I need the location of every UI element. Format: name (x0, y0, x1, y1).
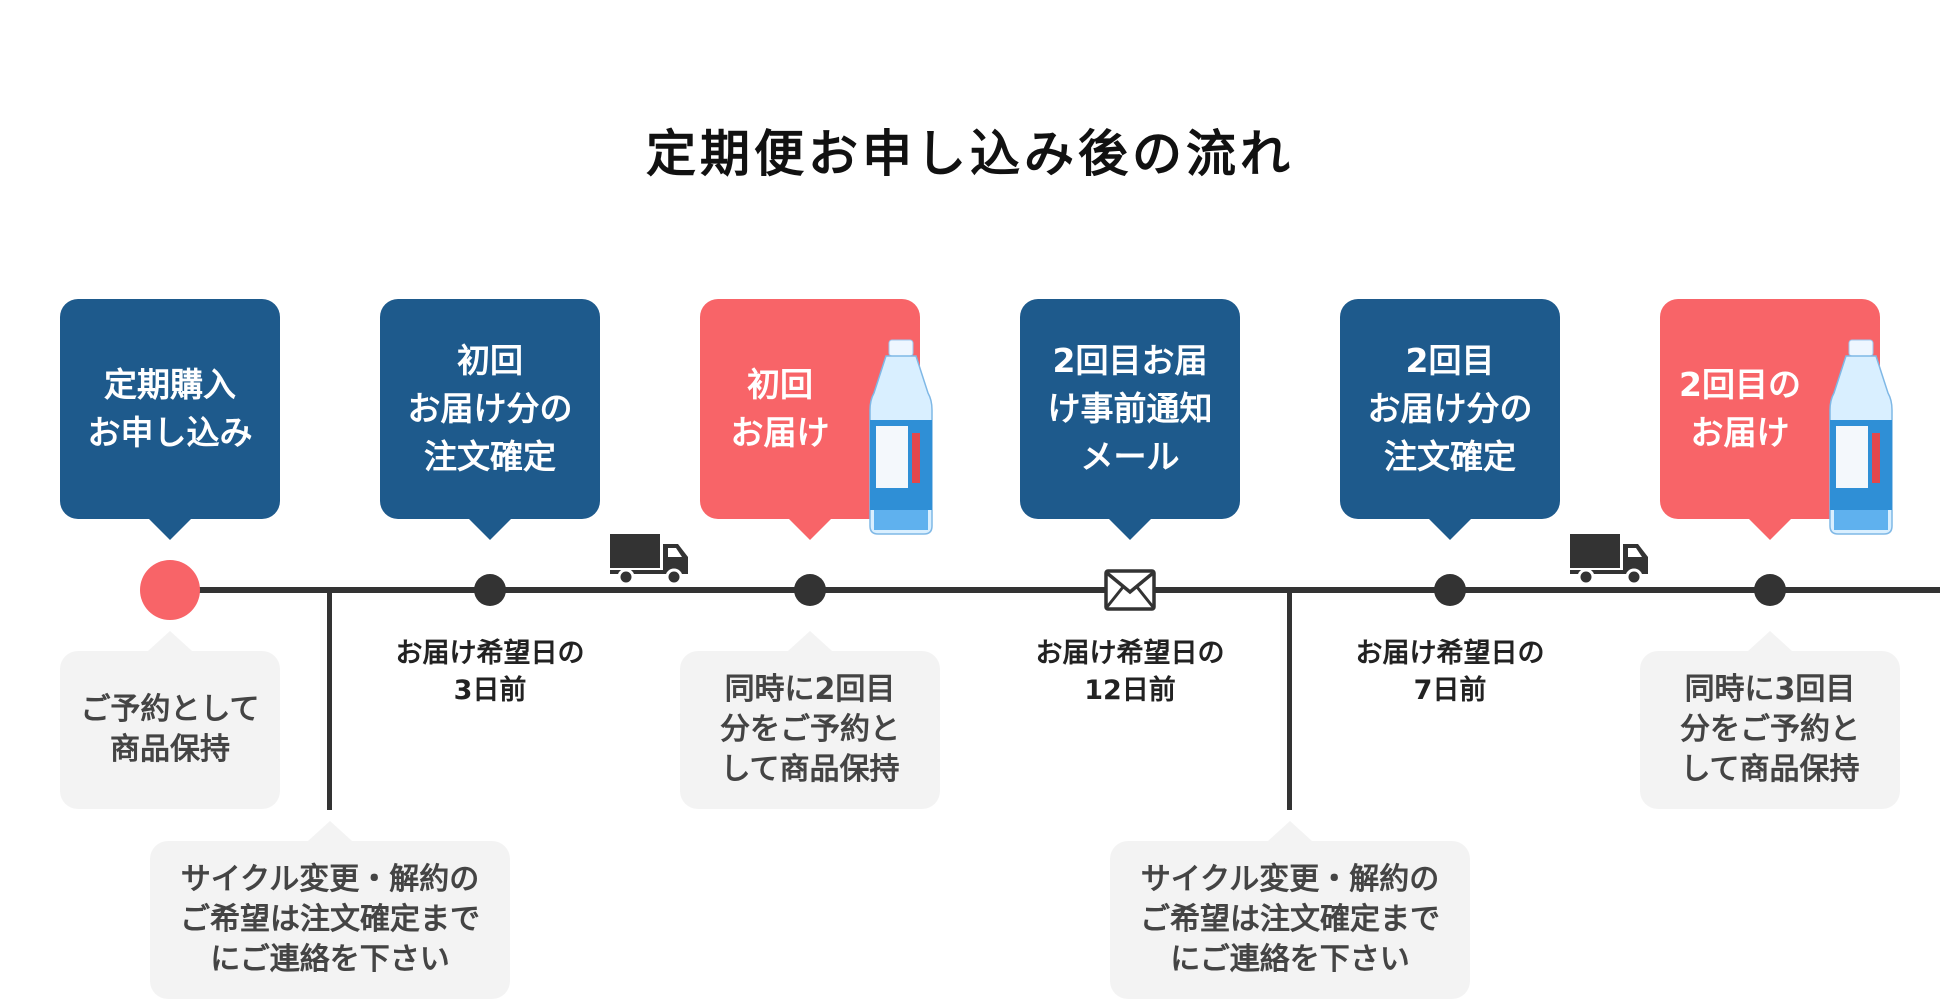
timeline-axis (170, 587, 1940, 593)
timing-note-12days: お届け希望日の 12日前 (1035, 635, 1225, 709)
reserve-note-2-line-3: して商品保持 (720, 752, 900, 787)
reserve-note-2-line-1: 同時に2回目 (724, 672, 896, 707)
reserve-note-2: 同時に2回目 分をご予約と して商品保持 (680, 631, 940, 809)
reserve-note-3-line-2: 分をご予約と (1680, 712, 1860, 747)
water-bottle-icon (869, 339, 933, 535)
timing-note-7days-line-1: お届け希望日の (1355, 638, 1545, 669)
page-title: 定期便お申し込み後の流れ (646, 125, 1294, 183)
timing-note-3days: お届け希望日の 3日前 (395, 635, 585, 709)
step-second-notice-mail: 2回目お届 け事前通知 メール (1020, 299, 1240, 540)
step-second-order-line-2: お届け分の (1367, 389, 1533, 428)
step-second-order-line-1: 2回目 (1405, 341, 1495, 380)
water-bottle-icon (1829, 339, 1893, 535)
cycle-change-note-2-line-2: ご希望は注文確定まで (1140, 902, 1440, 937)
timing-note-3days-line-2: 3日前 (453, 675, 527, 706)
cycle-divider-2 (1287, 590, 1292, 810)
timing-note-7days: お届け希望日の 7日前 (1355, 635, 1545, 709)
step-second-delivery-line-2: お届け (1690, 413, 1790, 452)
step-apply: 定期購入 お申し込み (60, 299, 280, 540)
timing-note-7days-line-2: 7日前 (1413, 675, 1487, 706)
timeline-dot-4 (1754, 574, 1786, 606)
cycle-change-note-2-line-1: サイクル変更・解約の (1140, 862, 1440, 897)
step-apply-line-1: 定期購入 (104, 365, 236, 404)
step-second-order-line-3: 注文確定 (1384, 437, 1516, 476)
step-first-delivery-line-1: 初回 (747, 365, 813, 404)
reserve-note-1-line-2: 商品保持 (110, 732, 230, 767)
reserve-note-3-line-3: して商品保持 (1680, 752, 1860, 787)
cycle-change-note-2: サイクル変更・解約の ご希望は注文確定まで にご連絡を下さい (1110, 821, 1470, 999)
cycle-change-note-2-line-3: にご連絡を下さい (1170, 942, 1410, 977)
cycle-change-note-1: サイクル変更・解約の ご希望は注文確定まで にご連絡を下さい (150, 821, 510, 999)
step-notice-line-1: 2回目お届 (1052, 341, 1208, 380)
truck-icon (610, 534, 688, 586)
timing-note-12days-line-2: 12日前 (1084, 675, 1176, 706)
step-first-order-line-1: 初回 (457, 341, 523, 380)
cycle-change-note-1-line-2: ご希望は注文確定まで (180, 902, 480, 937)
reserve-note-2-line-2: 分をご予約と (720, 712, 900, 747)
step-notice-line-2: け事前通知 (1047, 389, 1213, 428)
step-first-order-confirm: 初回 お届け分の 注文確定 (380, 299, 600, 540)
reserve-note-3: 同時に3回目 分をご予約と して商品保持 (1640, 631, 1900, 809)
cycle-divider-1 (327, 590, 332, 810)
cycle-change-note-1-line-3: にご連絡を下さい (210, 942, 450, 977)
step-apply-line-2: お申し込み (87, 413, 253, 452)
timeline-dot-2 (794, 574, 826, 606)
truck-icon (1570, 534, 1648, 586)
timeline-dot-3 (1434, 574, 1466, 606)
step-notice-line-3: メール (1080, 437, 1180, 476)
mail-icon (1104, 569, 1156, 611)
step-second-delivery-line-1: 2回目の (1679, 365, 1801, 404)
step-first-order-line-2: お届け分の (407, 389, 573, 428)
cycle-change-note-1-line-1: サイクル変更・解約の (180, 862, 480, 897)
reserve-note-1: ご予約として 商品保持 (60, 631, 280, 809)
reserve-note-3-line-1: 同時に3回目 (1684, 672, 1856, 707)
timing-note-3days-line-1: お届け希望日の (395, 638, 585, 669)
timeline-dot-1 (474, 574, 506, 606)
reserve-note-1-line-1: ご予約として (80, 692, 260, 727)
step-first-delivery-line-2: お届け (730, 413, 830, 452)
timing-note-12days-line-1: お届け希望日の (1035, 638, 1225, 669)
step-first-order-line-3: 注文確定 (424, 437, 556, 476)
step-second-order-confirm: 2回目 お届け分の 注文確定 (1340, 299, 1560, 540)
start-dot (140, 560, 200, 620)
